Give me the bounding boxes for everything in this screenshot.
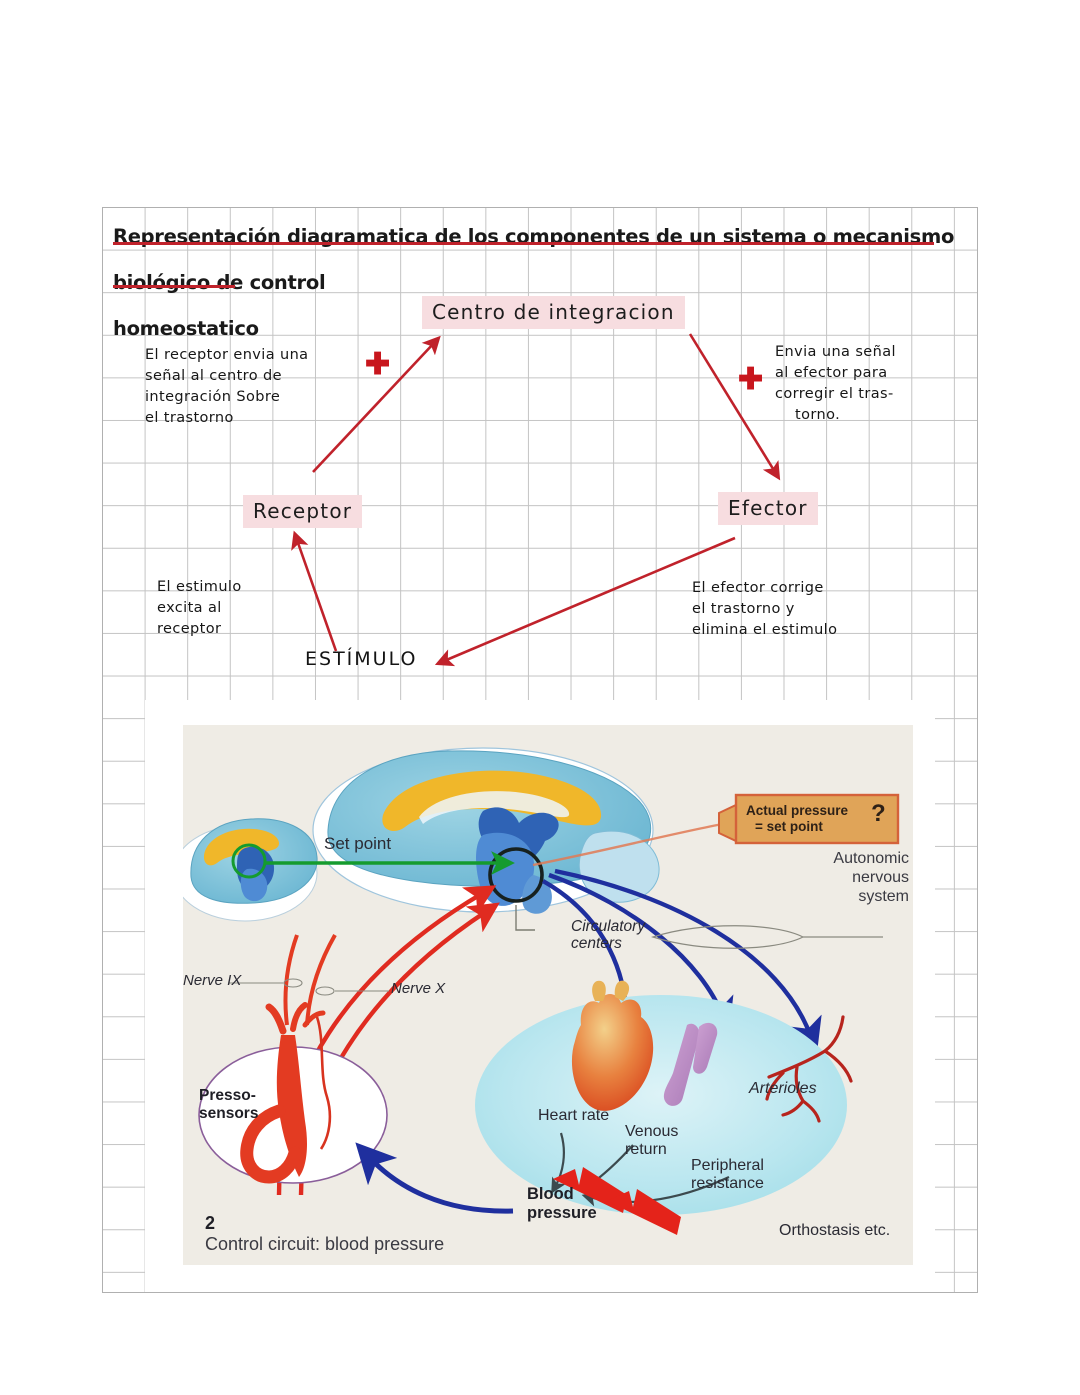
nerve-fibers [283, 934, 337, 1026]
label-venous-return: Venous return [625, 1123, 679, 1158]
callout-actual-pressure [718, 793, 900, 845]
node-centro-de-integracion[interactable]: Centro de integracion [422, 296, 685, 329]
nerve-leaders [229, 978, 389, 996]
node-efector[interactable]: Efector [718, 492, 818, 525]
note-receptor-sends-signal: El receptor envia una señal al centro de… [145, 347, 309, 426]
callout-leader [532, 821, 729, 867]
blood-pressure-feedback-arrow [355, 1142, 514, 1214]
arterioles-illustration [765, 1015, 853, 1123]
title-underline-2 [113, 285, 235, 288]
callout-line-2: = set point [755, 819, 823, 834]
circulatory-centers-circle [488, 847, 544, 903]
label-peripheral-resistance: Peripheral resistance [691, 1157, 764, 1192]
node-receptor[interactable]: Receptor [243, 495, 363, 528]
label-nerve-ix: Nerve IX [183, 972, 242, 989]
plus-marker-left: ✚ [365, 348, 391, 381]
label-arterioles: Arterioles [749, 1080, 817, 1097]
label-blood-pressure: Blood pressure [527, 1185, 597, 1222]
label-nerve-x: Nerve X [391, 980, 446, 997]
page-title: Representación diagramatica de los compo… [113, 214, 963, 352]
circulatory-centers-leader [515, 905, 535, 931]
effector-region-ellipse [475, 995, 847, 1215]
page-title-line-2: homeostatico [113, 317, 259, 340]
vein-illustration [663, 1022, 718, 1106]
callout-question-mark: ? [871, 800, 886, 827]
note-stimulus-excites-receptor: El estimulo excita al receptor [157, 579, 242, 637]
label-presso-sensors: Presso- sensors [199, 1087, 259, 1122]
inset-setpoint-circle [231, 843, 267, 879]
note-effector-corrects: El efector corrige el trastorno y elimin… [692, 580, 838, 638]
plus-marker-right: ✚ [738, 363, 764, 396]
label-orthostasis: Orthostasis etc. [779, 1222, 891, 1239]
figure-caption: Control circuit: blood pressure [205, 1234, 445, 1254]
title-underline-1 [113, 242, 934, 245]
figure-number: 2 [205, 1213, 216, 1233]
aorta-illustration [240, 1002, 332, 1184]
brain-inset-small [183, 818, 318, 922]
autonomic-nervous-system-leader [651, 925, 883, 949]
label-autonomic-nervous-system: Autonomic nervous system [833, 850, 909, 905]
figure-artwork [183, 747, 900, 1235]
orthostasis-arrows [553, 1167, 681, 1235]
label-circulatory-centers: Circulatory centers [571, 918, 646, 952]
note-sends-signal-to-effector: Envia una señal al efector para corregir… [775, 344, 896, 423]
figure-control-circuit-blood-pressure: Actual pressure = set point ? Set point … [183, 725, 913, 1265]
heart-illustration [571, 980, 654, 1111]
callout-line-1: Actual pressure [746, 803, 849, 818]
label-heart-rate: Heart rate [538, 1107, 610, 1124]
grid-paper-border [102, 207, 978, 1293]
page-title-line-1: Representación diagramatica de los compo… [113, 225, 955, 294]
node-estimulo[interactable]: ESTÍMULO [305, 648, 418, 670]
label-set-point: Set point [324, 834, 392, 853]
